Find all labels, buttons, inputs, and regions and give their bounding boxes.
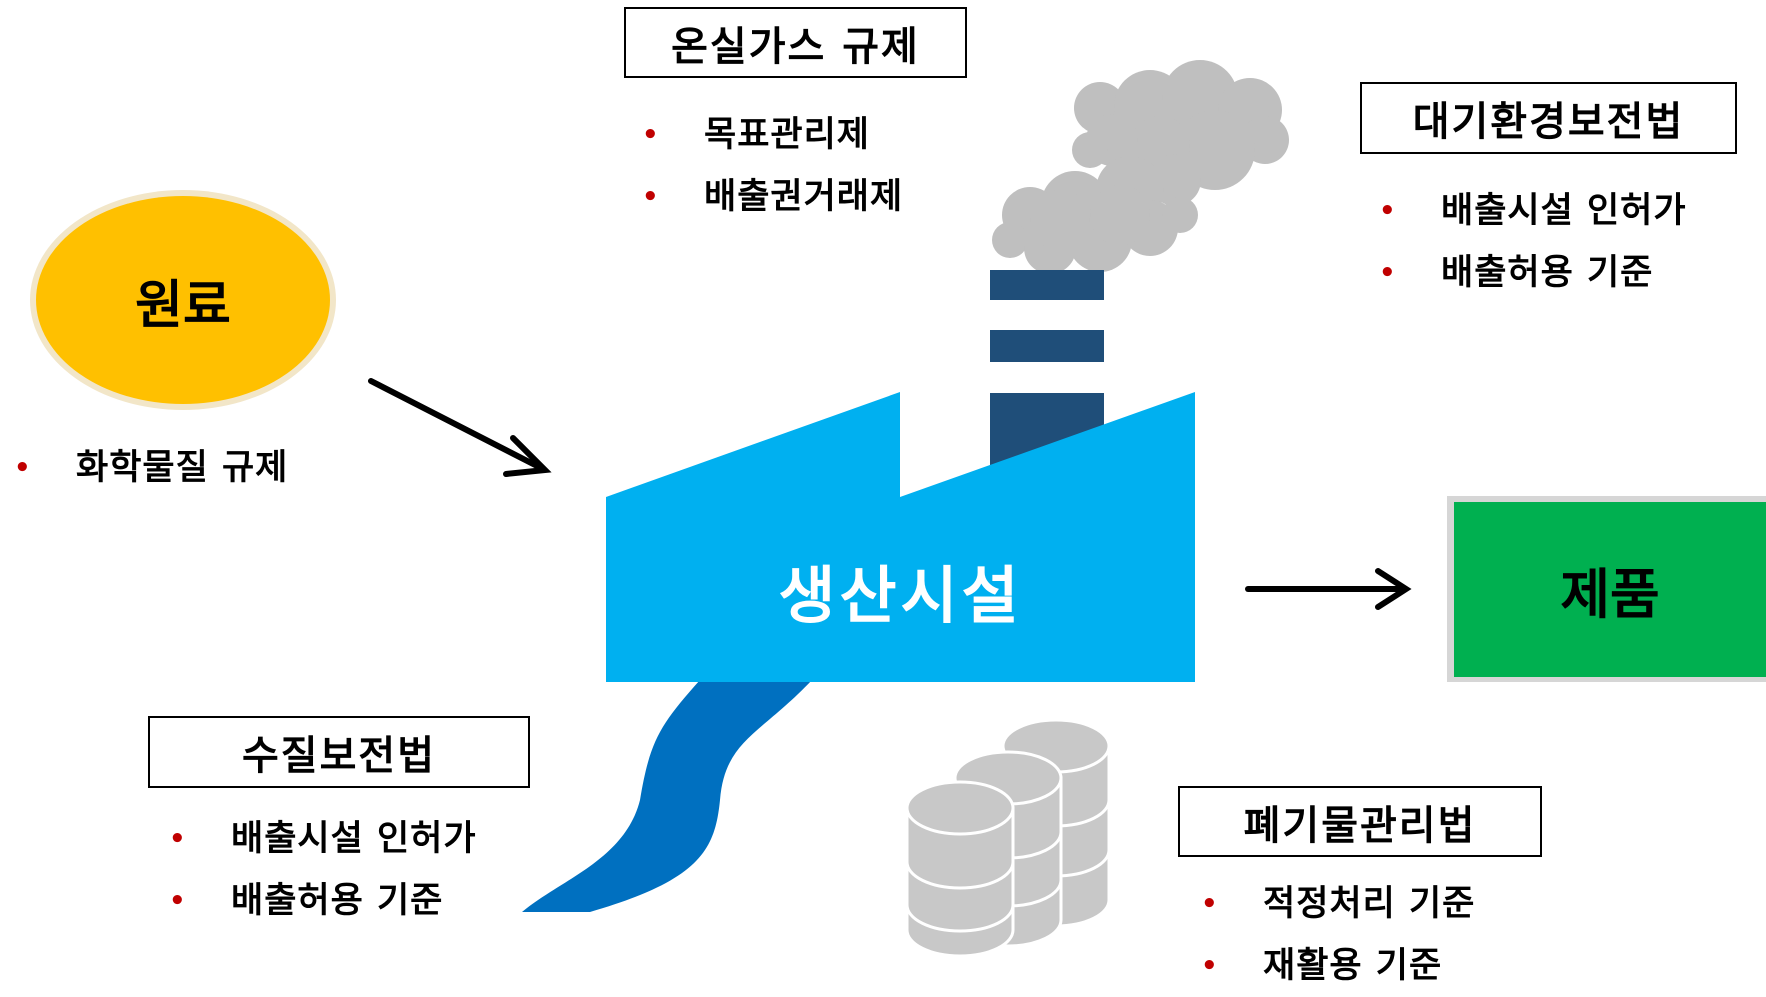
list-item: •적정처리 기준: [1201, 873, 1475, 935]
facility-label: 생산시설: [778, 558, 1023, 632]
raw-material-rules-list: •화학물질 규제: [14, 437, 288, 499]
list-item: •목표관리제: [642, 104, 903, 166]
arrow-to-facility-icon: [368, 378, 552, 477]
bullet-icon: •: [1379, 258, 1397, 288]
list-item: •배출시설 인허가: [169, 808, 477, 870]
factory-building-icon: [606, 392, 1195, 682]
bullet-icon: •: [169, 824, 187, 854]
bullet-icon: •: [642, 182, 660, 212]
greenhouse-gas-title-box: 온실가스 규제: [624, 7, 967, 78]
product-box: [1454, 502, 1766, 677]
raw-material-label: 원료: [135, 275, 231, 336]
arrow-to-product-icon: [1245, 568, 1412, 610]
waste-management-title-box: 폐기물관리법: [1178, 786, 1542, 857]
water-quality-list: •배출시설 인허가 •배출허용 기준: [169, 808, 477, 932]
water-quality-title-box: 수질보전법: [148, 716, 530, 788]
bullet-icon: •: [14, 453, 32, 483]
waste-management-list: •적정처리 기준 •재활용 기준: [1201, 873, 1475, 997]
list-item: •화학물질 규제: [14, 437, 288, 499]
list-item: •배출허용 기준: [1379, 242, 1687, 304]
bullet-icon: •: [1379, 196, 1397, 226]
greenhouse-gas-list: •목표관리제 •배출권거래제: [642, 104, 903, 228]
air-quality-title-box: 대기환경보전법: [1360, 82, 1737, 154]
list-item: •재활용 기준: [1201, 935, 1475, 997]
wastewater-river-icon: [522, 680, 812, 912]
smoke-cloud-icon: [992, 60, 1289, 274]
list-item: •배출권거래제: [642, 166, 903, 228]
waste-drums-icon: [905, 718, 1111, 958]
bullet-icon: •: [1201, 889, 1219, 919]
list-item: •배출허용 기준: [169, 870, 477, 932]
bullet-icon: •: [642, 120, 660, 150]
raw-material-ellipse: [36, 196, 330, 404]
bullet-icon: •: [1201, 951, 1219, 981]
air-quality-list: •배출시설 인허가 •배출허용 기준: [1379, 180, 1687, 304]
bullet-icon: •: [169, 886, 187, 916]
list-item: •배출시설 인허가: [1379, 180, 1687, 242]
product-label: 제품: [1560, 563, 1660, 626]
